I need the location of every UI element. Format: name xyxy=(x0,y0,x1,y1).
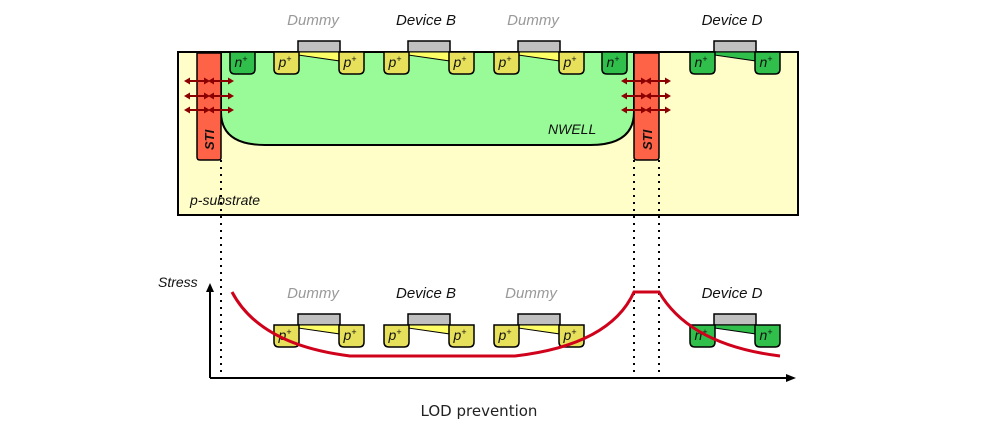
double-arrow-icon xyxy=(184,106,210,114)
device-b-gate xyxy=(407,40,451,53)
dummy-2-gate xyxy=(517,313,561,326)
dummy-1-gate xyxy=(297,40,341,53)
dummy-1-channel xyxy=(297,324,341,335)
device-d-source xyxy=(689,51,716,75)
double-arrow-icon xyxy=(208,77,234,85)
device-b-drain xyxy=(448,324,475,348)
bottom-devices: p+p+p+p+p+p+n+n+ xyxy=(273,313,781,348)
device-b-gate xyxy=(407,313,451,326)
device-d-gate xyxy=(713,313,757,326)
bottom-label-device-d: Device D xyxy=(702,285,763,302)
guide-lines xyxy=(220,160,660,378)
device-b-source xyxy=(383,51,410,75)
nwell-tap-right xyxy=(601,51,628,75)
sti-left-label: STI xyxy=(202,129,217,150)
device-d-drain xyxy=(754,51,781,75)
device-d-gate xyxy=(713,40,757,53)
device-b-source xyxy=(383,324,410,348)
sti-left xyxy=(196,52,222,161)
stress-curve xyxy=(230,290,781,358)
dummy-1-source xyxy=(273,51,300,75)
top-devices: n+p+p+p+p+p+p+n+n+n+ xyxy=(229,40,781,75)
dummy-1-gate xyxy=(297,313,341,326)
bottom-label-dummy-1: Dummy xyxy=(287,285,340,302)
top-label-dummy-1: Dummy xyxy=(287,12,340,29)
stress-axis-label: Stress xyxy=(158,274,198,290)
double-arrow-icon xyxy=(645,77,671,85)
double-arrow-icon xyxy=(208,106,234,114)
bottom-label-dummy-2: Dummy xyxy=(505,285,558,302)
double-arrow-icon xyxy=(621,92,647,100)
dummy-1-drain xyxy=(338,324,365,348)
top-label-device-b: Device B xyxy=(396,12,456,29)
dummy-2-channel xyxy=(517,324,561,335)
substrate-label: p-substrate xyxy=(189,192,260,208)
top-label-dummy-2: Dummy xyxy=(507,12,560,29)
dummy-2-drain xyxy=(558,51,585,75)
nwell-region xyxy=(220,52,635,146)
double-arrow-icon xyxy=(184,77,210,85)
device-d-channel xyxy=(713,324,757,335)
double-arrow-icon xyxy=(621,106,647,114)
dummy-2-source xyxy=(493,51,520,75)
device-b-drain xyxy=(448,51,475,75)
sti-right xyxy=(633,52,660,161)
nwell-label: NWELL xyxy=(548,121,596,137)
stress-axes xyxy=(206,283,796,382)
device-b-channel xyxy=(407,324,451,335)
caption: LOD prevention xyxy=(420,402,538,420)
double-arrow-icon xyxy=(645,106,671,114)
bottom-label-device-b: Device B xyxy=(396,285,456,302)
double-arrow-icon xyxy=(645,92,671,100)
sti-right-label: STI xyxy=(640,129,655,150)
double-arrow-icon xyxy=(208,92,234,100)
device-d-drain xyxy=(754,324,781,348)
stress-arrows-left xyxy=(184,77,234,114)
dummy-2-source xyxy=(493,324,520,348)
double-arrow-icon xyxy=(621,77,647,85)
double-arrow-icon xyxy=(184,92,210,100)
dummy-1-drain xyxy=(338,51,365,75)
top-label-device-d: Device D xyxy=(702,12,763,29)
dummy-2-gate xyxy=(517,40,561,53)
nwell-tap-left xyxy=(229,51,256,75)
stress-arrows-right xyxy=(621,77,671,114)
